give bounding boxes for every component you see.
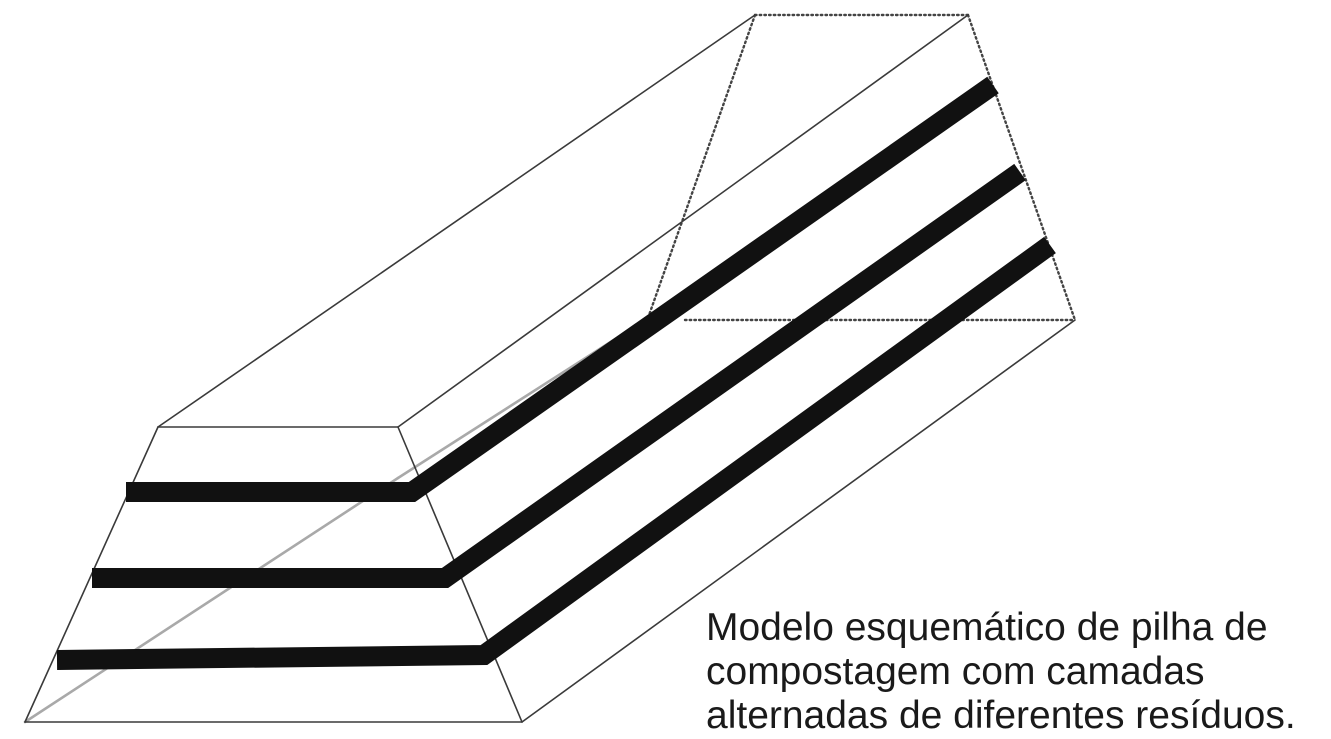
- hidden-base-left-edge: [23, 476, 400, 724]
- diagram-caption: Modelo esquemático de pilha de compostag…: [706, 606, 1326, 738]
- caption-line-1: Modelo esquemático de pilha de: [706, 606, 1268, 649]
- far-right-slope-edge: [966, 13, 1077, 322]
- ridge-left-edge: [157, 14, 756, 428]
- far-left-slope-edge: [646, 13, 757, 320]
- base-right-edge: [521, 319, 1076, 723]
- caption-line-2: compostagem com camadas: [706, 650, 1205, 693]
- layer-2: [92, 163, 1026, 588]
- pile-outline: [24, 14, 1076, 723]
- far-end-face: [646, 13, 1077, 322]
- layer-3: [56, 236, 1056, 670]
- ridge-right-edge: [397, 14, 969, 428]
- layer-1: [126, 76, 999, 502]
- caption-line-3: alternadas de diferentes resíduos.: [706, 694, 1296, 737]
- waste-layers: [56, 76, 1056, 670]
- front-left-slope: [24, 426, 159, 723]
